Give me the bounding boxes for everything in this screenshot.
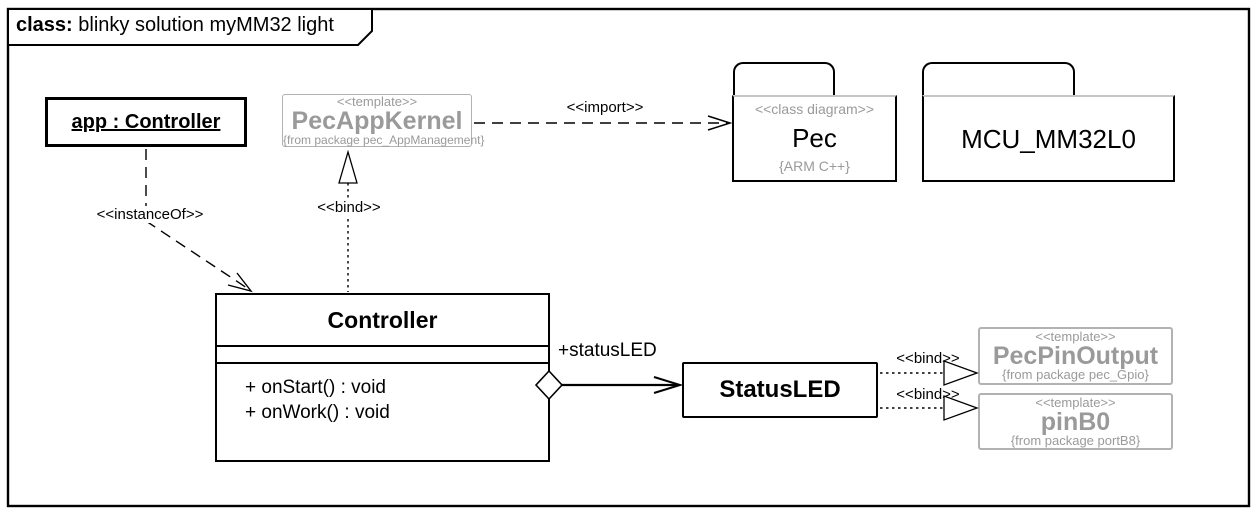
package-pec-tab[interactable] [733, 62, 835, 95]
package-mcu-tab[interactable] [922, 62, 1075, 95]
pec-app-kernel-name: PecAppKernel [291, 106, 463, 135]
operation-item: + onWork() : void [245, 402, 390, 423]
status-led-label: StatusLED [719, 376, 841, 403]
package-mcu-mm32l0[interactable]: MCU_MM32L0 [922, 95, 1175, 182]
frame-title: class: blinky solution myMM32 light [16, 14, 334, 37]
frame-title-keyword: class: [16, 14, 73, 36]
pec-pin-output-from: {from package pec_Gpio} [1002, 367, 1149, 382]
pec-stereotype: <<class diagram>> [754, 101, 875, 117]
node-status-led[interactable]: StatusLED [682, 362, 878, 418]
operation-item: + onStart() : void [245, 377, 386, 398]
node-controller-class[interactable]: Controller + onStart() : void + onWork()… [215, 293, 550, 462]
node-app-controller-instance[interactable]: app : Controller [45, 97, 247, 147]
controller-operations-compartment: + onStart() : void + onWork() : void [217, 364, 548, 460]
pec-name: Pec [792, 122, 837, 153]
diagram-frame [6, 7, 1251, 508]
bind-pinoutput-label: <<bind>> [896, 350, 960, 367]
pec-pin-output-name: PecPinOutput [992, 342, 1159, 370]
controller-name: Controller [217, 295, 548, 347]
pin-b0-from: {from package portB8} [1010, 432, 1141, 448]
statusled-role-label: +statusLED [558, 340, 657, 361]
node-pec-app-kernel[interactable]: <<template>> PecAppKernel {from package … [282, 93, 485, 147]
pec-tag: {ARM C++} [779, 158, 850, 174]
node-pec-pin-output[interactable]: <<template>> PecPinOutput {from package … [978, 327, 1173, 385]
pec-app-kernel-from: {from package pec_AppManagement} [283, 132, 485, 147]
node-pin-b0[interactable]: <<template>> pinB0 {from package portB8} [978, 393, 1173, 450]
mcu-name: MCU_MM32L0 [961, 123, 1136, 154]
pin-b0-name: pinB0 [1040, 407, 1111, 436]
app-instance-label: app : Controller [71, 110, 221, 133]
frame-title-text: blinky solution myMM32 light [72, 14, 334, 36]
pin-b0-stereotype: <<template>> [1035, 394, 1116, 410]
pec-app-kernel-stereotype: <<template>> [336, 93, 418, 109]
frame-title-tab [7, 8, 373, 46]
bind-kernel-label: <<bind>> [317, 199, 381, 216]
import-label: <<import>> [566, 99, 644, 116]
bind-pinb0-label: <<bind>> [896, 386, 960, 403]
controller-attributes-compartment [217, 347, 548, 364]
package-pec[interactable]: <<class diagram>> Pec {ARM C++} [732, 95, 897, 182]
instanceof-label: <<instanceOf>> [94, 206, 206, 223]
pec-pin-output-stereotype: <<template>> [1035, 329, 1116, 344]
